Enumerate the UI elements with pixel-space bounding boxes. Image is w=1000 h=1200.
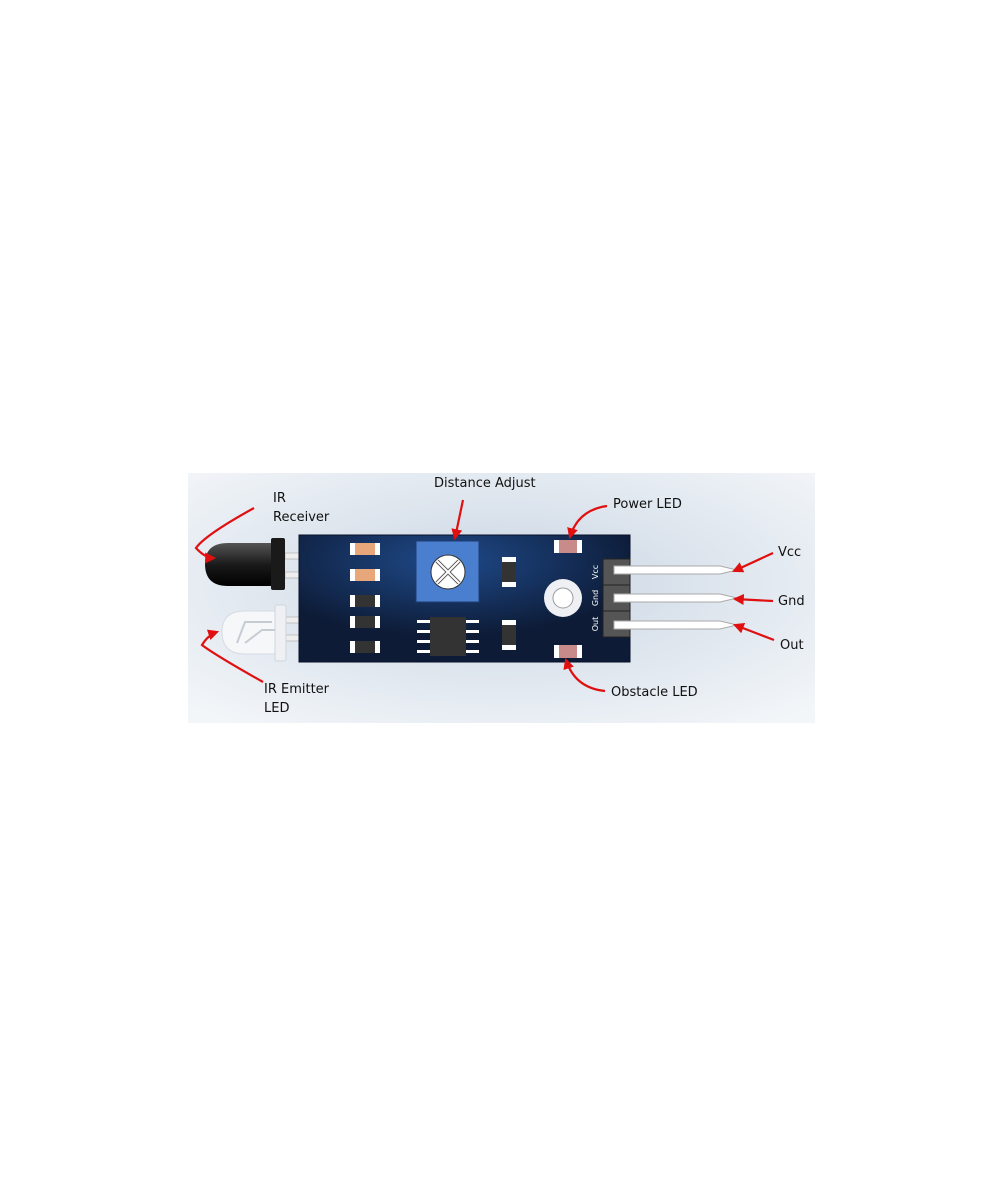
callout-arrows	[194, 499, 775, 693]
power-led	[554, 540, 582, 553]
potentiometer	[415, 540, 480, 603]
label-obstacle-led: Obstacle LED	[611, 685, 698, 700]
ic-chip	[417, 617, 479, 656]
label-ir-receiver-1: IR	[273, 491, 286, 506]
mounting-hole	[544, 579, 582, 617]
pin-label-vcc: Vcc	[591, 565, 600, 579]
label-gnd: Gnd	[778, 594, 805, 609]
pin-label-gnd: Gnd	[591, 590, 600, 606]
label-power-led: Power LED	[613, 497, 682, 512]
label-vcc: Vcc	[778, 545, 801, 560]
label-ir-receiver-2: Receiver	[273, 510, 330, 525]
label-out: Out	[780, 638, 804, 653]
label-distance-adjust: Distance Adjust	[434, 476, 536, 491]
smd-components	[350, 543, 516, 653]
label-ir-emitter-1: IR Emitter	[264, 682, 330, 697]
obstacle-led	[554, 645, 582, 658]
pin-header: Vcc Gnd Out	[591, 558, 738, 638]
labels: IR Receiver Distance Adjust Power LED Vc…	[264, 476, 805, 716]
label-ir-emitter-2: LED	[264, 701, 289, 716]
pin-label-out: Out	[591, 617, 600, 632]
